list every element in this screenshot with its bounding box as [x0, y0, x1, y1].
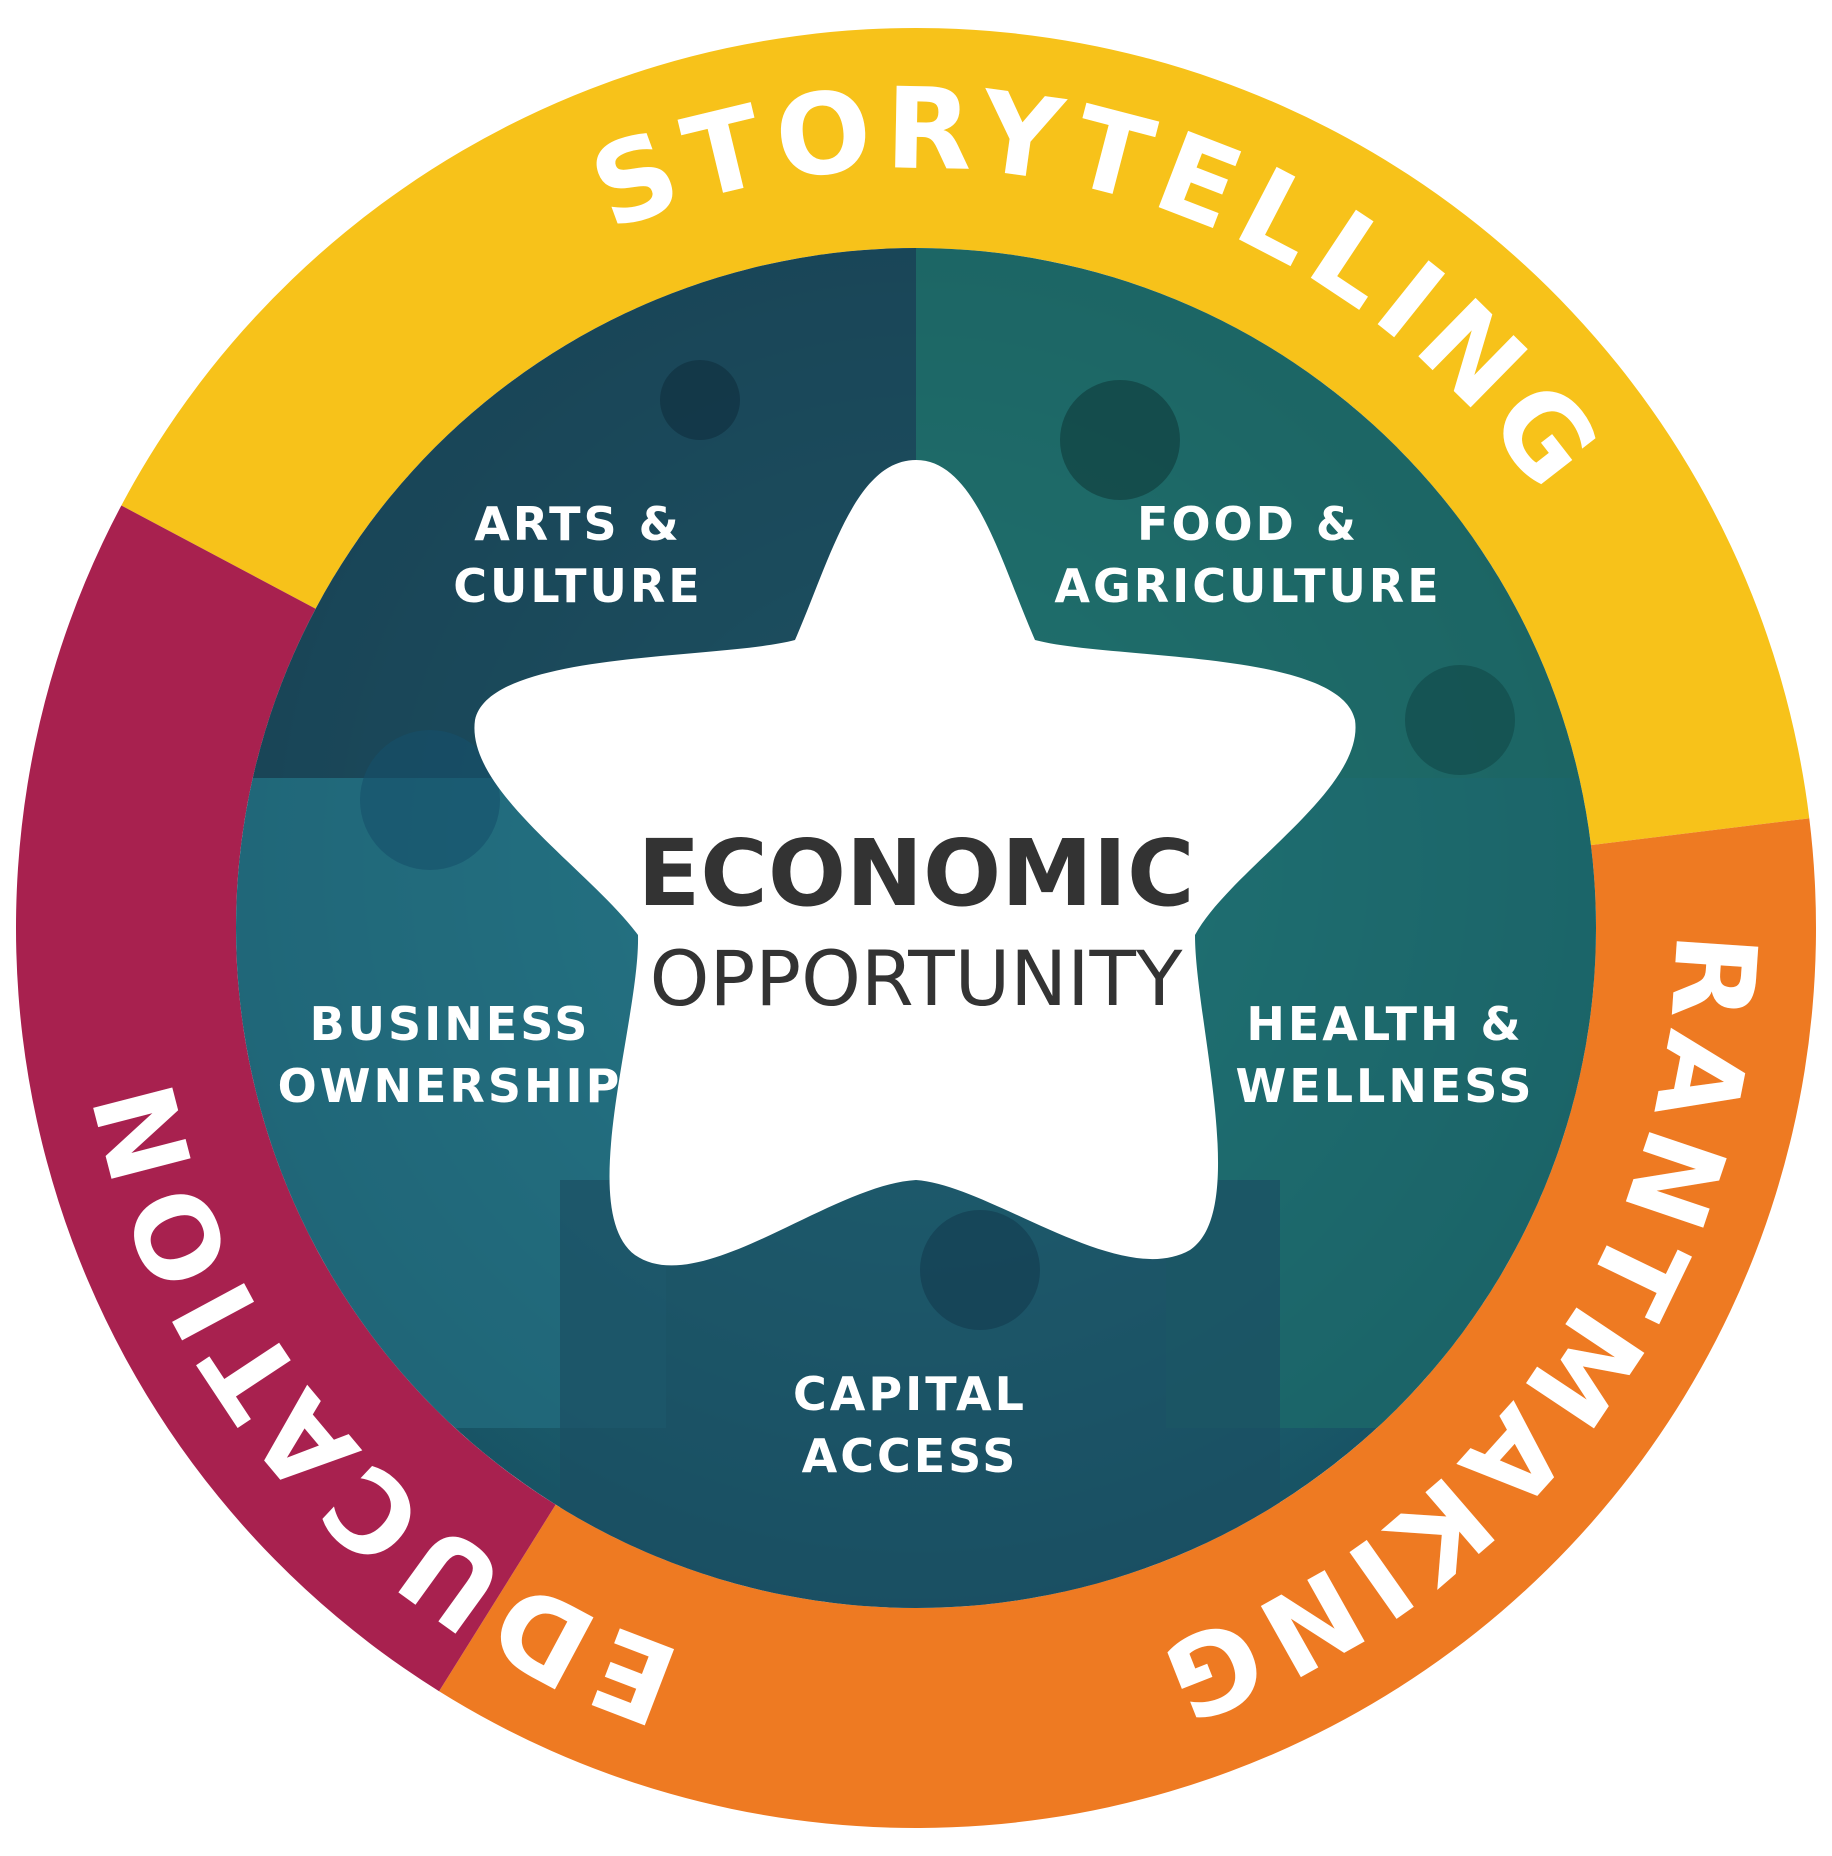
area-label-health-wellness: HEALTH & WELLNESS: [1236, 997, 1535, 1113]
outer-ring: [15, 28, 1817, 1828]
area-label-line: BUSINESS: [310, 997, 591, 1051]
center-title: ECONOMIC: [637, 820, 1194, 927]
ring-segment-storytelling: [121, 28, 1810, 846]
area-label-line: CULTURE: [453, 559, 702, 613]
center-star: [474, 460, 1356, 1266]
ring-segment-education: [15, 505, 556, 1692]
area-label-line: AGRICULTURE: [1054, 559, 1441, 613]
center-subtitle: OPPORTUNITY: [650, 934, 1183, 1023]
person-silhouette: [1060, 380, 1180, 500]
person-silhouette: [660, 360, 740, 440]
area-label-business-ownership: BUSINESS OWNERSHIP: [278, 997, 623, 1113]
person-silhouette: [360, 730, 500, 870]
area-label-line: CAPITAL: [793, 1367, 1027, 1421]
area-label-capital-access: CAPITAL ACCESS: [793, 1367, 1027, 1483]
area-label-line: FOOD &: [1137, 497, 1359, 551]
person-silhouette: [1405, 665, 1515, 775]
area-label-food-agriculture: FOOD & AGRICULTURE: [1054, 497, 1441, 613]
ring-segment-grantmaking: [439, 818, 1817, 1828]
area-label-arts-culture: ARTS & CULTURE: [453, 497, 702, 613]
person-silhouette: [920, 1210, 1040, 1330]
area-label-line: HEALTH &: [1246, 997, 1523, 1051]
area-label-line: OWNERSHIP: [278, 1059, 623, 1113]
area-label-line: ACCESS: [802, 1429, 1019, 1483]
area-label-line: ARTS &: [474, 497, 682, 551]
area-label-line: WELLNESS: [1236, 1059, 1535, 1113]
